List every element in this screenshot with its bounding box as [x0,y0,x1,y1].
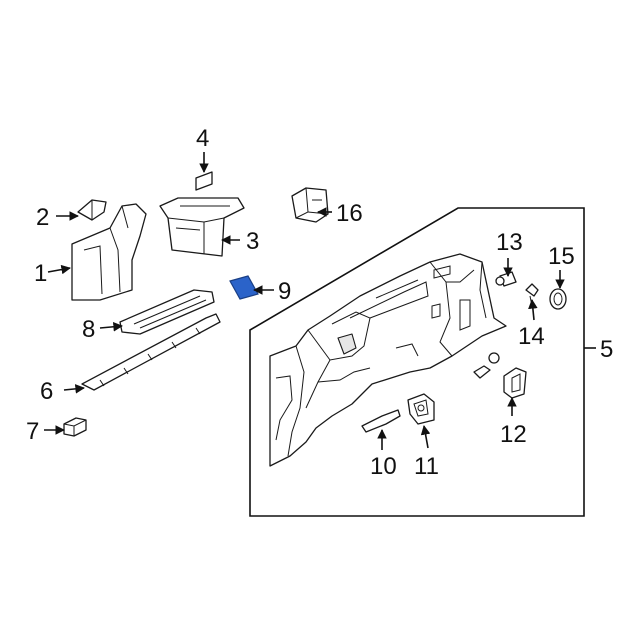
callout-10: 10 [370,453,397,480]
callout-15: 15 [548,243,575,270]
part-10-curved-trim[interactable] [361,409,401,433]
callout-16: 16 [336,200,363,227]
part-5-quarter-panel[interactable] [269,253,507,467]
part-12-cover[interactable] [503,367,527,399]
callout-14: 14 [518,323,545,350]
callout-8: 8 [82,316,95,343]
callout-5: 5 [600,336,613,363]
callout-9: 9 [278,278,291,305]
callout-11: 11 [414,453,439,480]
part-1-side-panel[interactable] [71,203,147,301]
part-11-bracket[interactable] [407,393,435,425]
part-13-pin[interactable] [495,271,517,287]
part-4-label[interactable] [195,171,213,191]
callout-13: 13 [496,229,523,256]
part-2-block[interactable] [77,199,107,221]
callout-4: 4 [196,125,209,152]
callout-12: 12 [500,421,527,448]
callout-3: 3 [246,228,259,255]
callout-1: 1 [34,260,47,287]
callout-7: 7 [26,418,39,445]
callout-6: 6 [40,378,53,405]
part-7-block[interactable] [63,417,87,437]
part-3-storage-bin[interactable] [159,197,245,257]
part-16-clip[interactable] [291,187,329,223]
panel-fasteners [473,352,500,379]
leader-lines [44,152,596,450]
part-9-pad[interactable] [229,275,259,300]
callout-2: 2 [36,204,49,231]
part-15-grommet[interactable] [549,288,567,310]
part-6-strip[interactable] [81,313,221,391]
part-5-group-box [249,207,585,517]
part-8-sill-plate[interactable] [119,289,215,335]
